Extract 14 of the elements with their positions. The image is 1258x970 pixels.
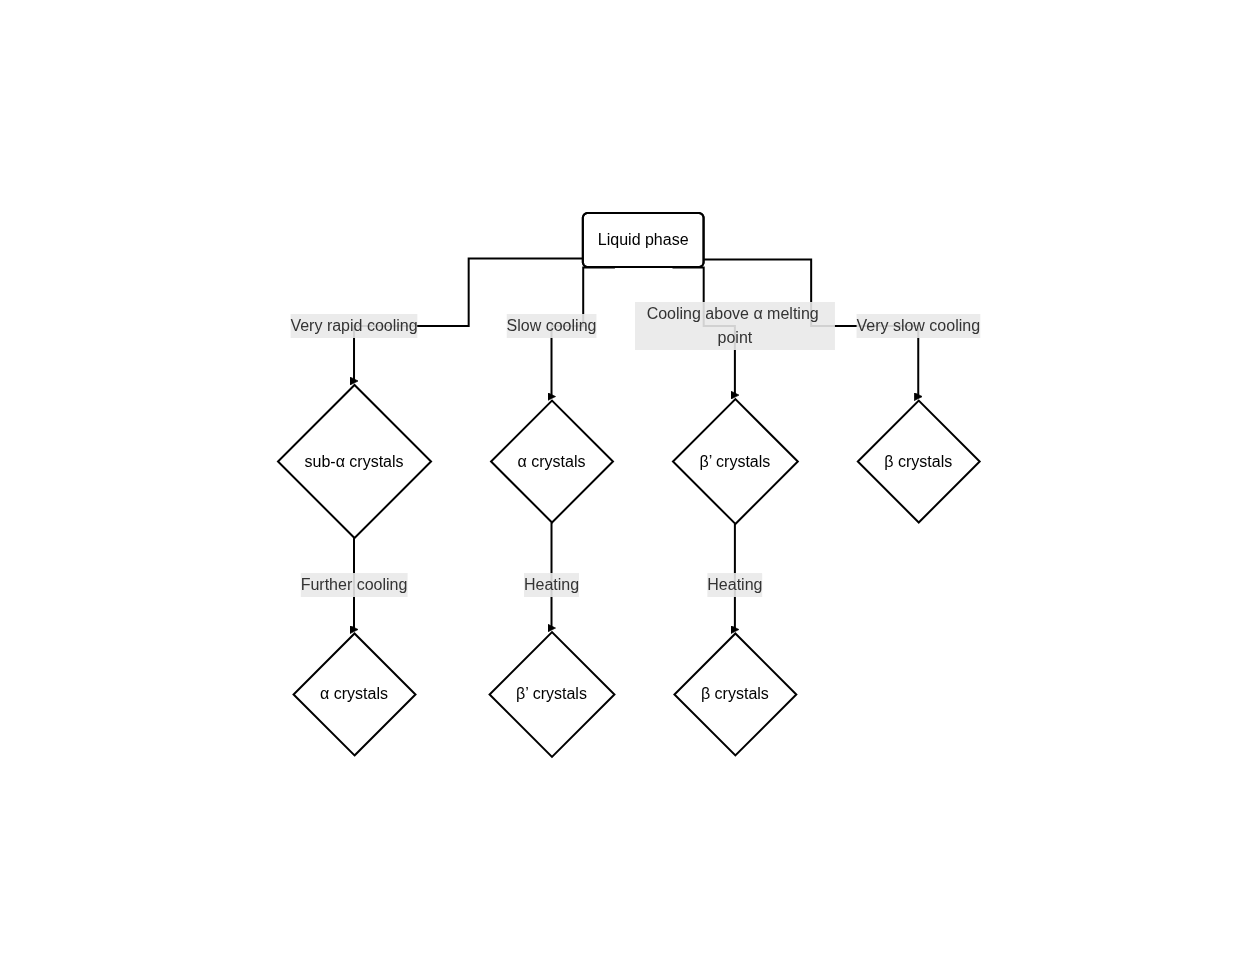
node-diamond: β crystals (856, 399, 982, 524)
node-diamond: sub-α crystals (276, 383, 433, 540)
edge-label: Very rapid cooling (290, 317, 418, 335)
node-diamond: β crystals (673, 632, 798, 757)
edge-label: Cooling above α melting point (646, 305, 819, 347)
node-diamond: β’ crystals (488, 630, 616, 759)
edge-label: Heating (523, 576, 580, 594)
node-diamond: α crystals (489, 399, 615, 524)
node-diamond: α crystals (292, 632, 417, 757)
edge-label: Slow cooling (506, 317, 597, 335)
edge-label: Very slow cooling (856, 317, 981, 335)
node-diamond: β’ crystals (671, 397, 800, 526)
edge-label: Further cooling (300, 576, 408, 594)
edge-label: Heating (707, 576, 763, 594)
